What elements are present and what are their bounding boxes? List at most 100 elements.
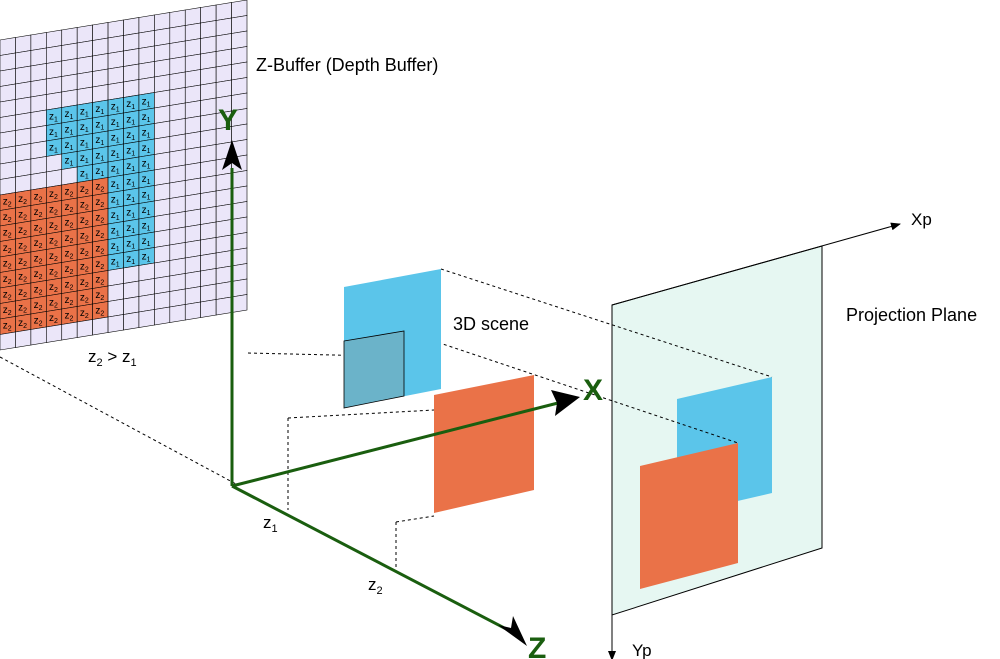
zbuffer-cell-z1-label: z1 (64, 156, 73, 168)
zbuffer-cell-z1-label: z1 (80, 122, 89, 134)
zbuffer-cell (0, 52, 16, 72)
zbuffer-cell-z2-label: z2 (18, 272, 27, 284)
zbuffer-lower-projection-line (0, 356, 237, 485)
zbuffer-cell (123, 79, 140, 98)
zbuffer-cell (200, 66, 217, 86)
zbuffer-cell (184, 177, 201, 197)
zbuffer-cell (0, 331, 16, 351)
zbuffer-cell-z1-label: z1 (111, 164, 120, 176)
zbuffer-cell (184, 162, 201, 181)
zbuffer-cell-z2-label: z2 (34, 269, 43, 281)
zbuffer-cell (200, 237, 217, 256)
zbuffer-cell-z1-label: z1 (80, 138, 89, 150)
zbuffer-cell (154, 27, 171, 47)
zbuffer-cell (215, 33, 232, 52)
zbuffer-cell-z2-label: z2 (64, 187, 73, 199)
zbuffer-cell (200, 175, 217, 194)
depth-relation-label: z2 > z1 (88, 347, 137, 369)
zbuffer-cell (215, 172, 232, 192)
zbuffer-cell (184, 224, 201, 243)
zbuffer-cell-z1-label: z1 (64, 140, 73, 152)
zbuffer-cell (107, 267, 124, 287)
zbuffer-cell (200, 4, 217, 24)
xp-axis (611, 222, 901, 306)
zbuffer-cell (30, 326, 47, 346)
zbuffer-cell-z1-label: z1 (111, 226, 120, 238)
zbuffer-cell (30, 47, 47, 67)
zbuffer-cell-z2-label: z2 (64, 202, 73, 214)
yp-axis-label: Yp (632, 641, 652, 659)
zbuffer-cell-z2-label: z2 (64, 311, 73, 323)
zbuffer-cell-z1-label: z1 (95, 135, 104, 147)
zbuffer-cell-z2-label: z2 (80, 246, 89, 258)
zbuffer-cell-z1-label: z1 (95, 166, 104, 178)
zbuffer-cell (231, 0, 248, 19)
zbuffer-cell (61, 73, 78, 93)
zbuffer-cell-z2-label: z2 (80, 262, 89, 274)
zbuffer-cell (0, 83, 16, 103)
zbuffer-cell (46, 324, 63, 343)
zbuffer-cell-z2-label: z2 (34, 238, 43, 250)
zbuffer-projection-lines (0, 352, 419, 485)
zbuffer-cell (30, 171, 47, 191)
zbuffer-cell (0, 114, 16, 134)
zbuffer-cell (215, 48, 232, 68)
zbuffer-cell-z2-label: z2 (80, 215, 89, 227)
orange-left-guide-line (287, 409, 435, 419)
zbuffer-cell-z2-label: z2 (95, 290, 104, 302)
zbuffer-cell-z2-label: z2 (64, 295, 73, 307)
zbuffer-cell-z1-label: z1 (64, 125, 73, 137)
zbuffer-cell (107, 283, 124, 302)
zbuffer-cell (169, 87, 186, 106)
zbuffer-cell-z1-label: z1 (95, 120, 104, 132)
projection-plane (611, 245, 823, 616)
zbuffer-cell (138, 262, 155, 282)
zbuffer-cell-z1-label: z1 (80, 153, 89, 165)
zbuffer-cell (138, 14, 155, 34)
zbuffer-cell-z2-label: z2 (49, 220, 58, 232)
zbuffer-cell-z1-label: z1 (126, 99, 135, 111)
zbuffer-cell (46, 169, 63, 188)
zbuffer-cell (46, 29, 63, 49)
y-axis-arrowhead (222, 140, 242, 170)
zbuffer-cell-z2-label: z2 (3, 290, 12, 302)
zbuffer-cell-z2-label: z2 (80, 184, 89, 196)
zbuffer-cell (184, 286, 201, 305)
zbuffer-cell (154, 43, 171, 62)
zbuffer-cell-z2-label: z2 (80, 277, 89, 289)
y-axis-label: Y (218, 104, 238, 137)
zbuffer-cell-z2-label: z2 (34, 316, 43, 328)
zbuffer-cell (30, 78, 47, 98)
zbuffer-cell (200, 299, 217, 318)
zbuffer-cell (169, 288, 186, 308)
zbuffer-cell-z1-label: z1 (111, 117, 120, 129)
zbuffer-cell-z2-label: z2 (95, 306, 104, 318)
zbuffer-cell (184, 131, 201, 150)
zbuffer-cell (215, 64, 232, 83)
zbuffer-cell (231, 247, 248, 267)
zbuffer-cell (15, 81, 32, 100)
zbuffer-cell (215, 234, 232, 254)
zbuffer-cell (200, 82, 217, 101)
zbuffer-cell (184, 53, 201, 73)
zbuffer-cell-z1-label: z1 (142, 221, 151, 233)
zbuffer-cell (15, 65, 32, 85)
zbuffer-cell (76, 40, 93, 59)
zbuffer-cell (15, 329, 32, 348)
zbuffer-cell (61, 27, 78, 46)
zbuffer-cell (92, 22, 109, 41)
zbuffer-cell (30, 125, 47, 144)
zbuffer-cell (200, 206, 217, 225)
zbuffer-cell (138, 278, 155, 297)
zbuffer-cell-z1-label: z1 (111, 210, 120, 222)
zbuffer-cell-z1-label: z1 (126, 223, 135, 235)
zbuffer-cell-z2-label: z2 (64, 264, 73, 276)
zbuffer-cell (107, 314, 124, 333)
zbuffer-cell (92, 84, 109, 103)
zbuffer-cell (231, 77, 248, 96)
zbuffer-cell (215, 188, 232, 207)
zbuffer-cell-z2-label: z2 (18, 256, 27, 268)
zbuffer-cell (184, 255, 201, 274)
zbuffer-cell (61, 166, 78, 186)
zbuffer-cell-z2-label: z2 (49, 298, 58, 310)
